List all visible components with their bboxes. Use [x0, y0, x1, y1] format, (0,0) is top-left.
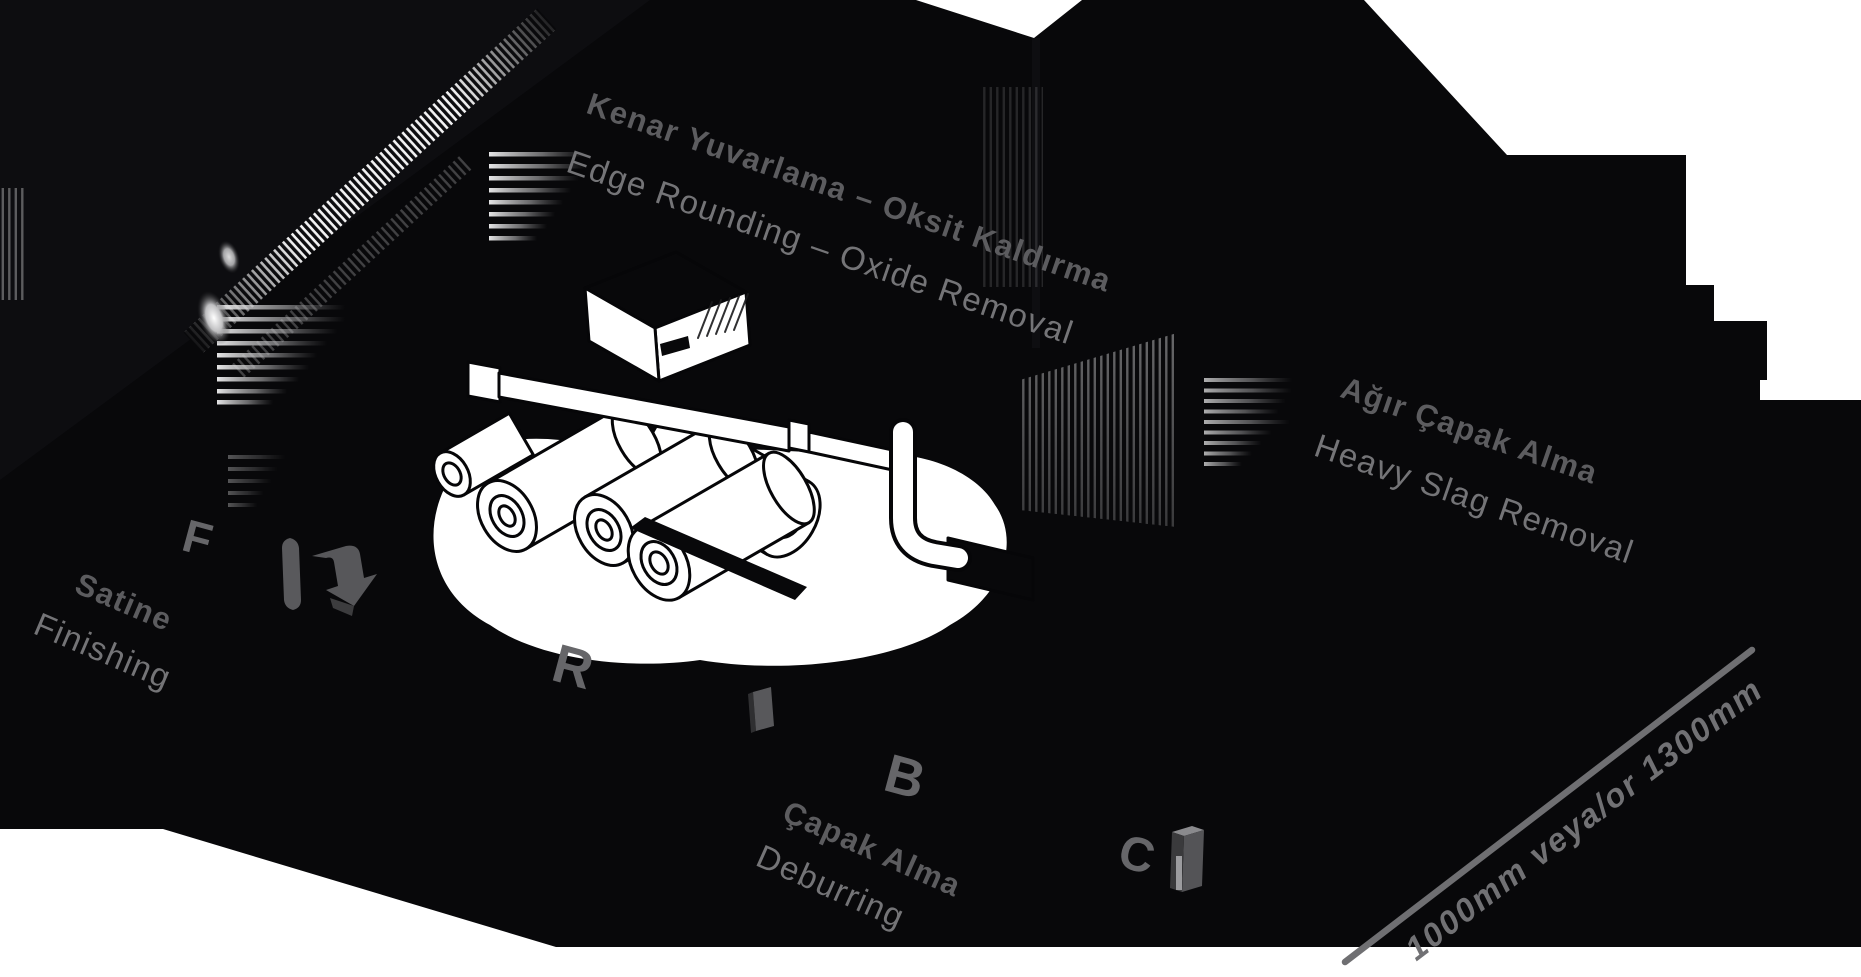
- brush-band-diagonal-icon: [183, 8, 557, 379]
- beam-endcap: [787, 418, 811, 454]
- roller-small-left-icon: [432, 411, 535, 498]
- venetian-stripes-upper-icon: [489, 152, 586, 241]
- dimension-line: [1341, 646, 1756, 966]
- marker-deburring-icon: [748, 687, 774, 733]
- venetian-stripes-right-icon: [1204, 378, 1292, 466]
- machine-illustration: [432, 250, 1035, 666]
- belt-shadow: [630, 517, 807, 600]
- housing-label-chip: [660, 336, 690, 356]
- venetian-stripes-left-icon: [197, 240, 345, 507]
- brush-wall-right-icon: [1020, 333, 1177, 527]
- pressure-beam: [497, 371, 791, 453]
- housing-side-face: [583, 286, 661, 383]
- edge-stripes-left-icon: [0, 188, 25, 300]
- marker-slag-icon: [1170, 826, 1204, 892]
- marker-finishing-icon: [282, 538, 377, 616]
- faint-stripes-top-icon: [980, 87, 1043, 287]
- housing-hatch-lines: [697, 293, 749, 339]
- speck-1: [469, 366, 482, 392]
- roller-back-icon: [476, 405, 663, 553]
- speck-2: [479, 380, 487, 396]
